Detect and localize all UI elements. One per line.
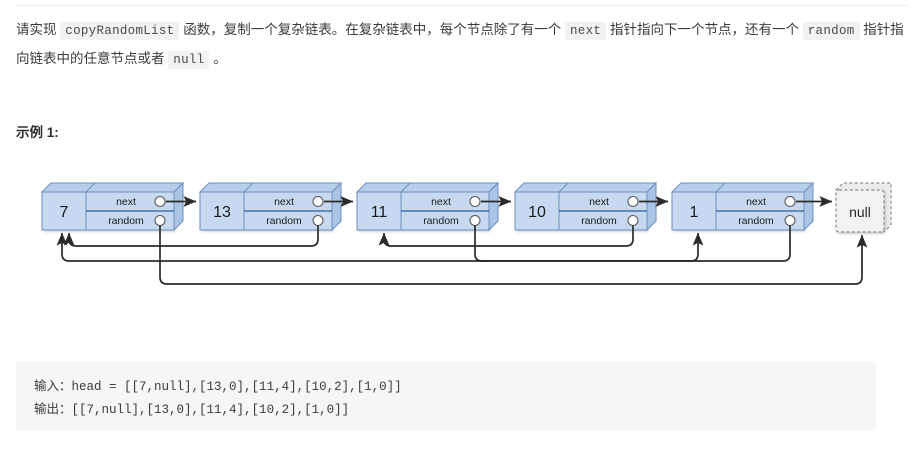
node-top-tick [715,182,726,193]
list-node: 13 next random [198,181,343,232]
node-right-face [488,181,499,232]
list-node: 7 next random [40,181,185,232]
diagram-canvas: 7 next random 13 next random 11 next random 10 nex… [40,181,892,285]
next-connector-dot [312,195,324,208]
random-connector-dot [784,214,796,227]
node-next-label: next [431,196,451,208]
code-line-label: 输入 [34,379,60,393]
statement-text: 请实现 [16,22,61,37]
node-top-tick [243,182,254,193]
code-line-separator: ： [59,402,72,416]
example-code-block: 输入：head = [[7,null],[13,0],[11,4],[10,2]… [16,361,876,431]
code-line: 输出：[[7,null],[13,0],[11,4],[10,2],[1,0]] [34,398,858,421]
random-connector-dot [469,214,481,227]
node-right-face [646,181,657,232]
list-node: 10 next random [513,181,658,232]
statement-text: 函数，复制一个复杂链表。在复杂链表中，每个节点除了有一个 [179,22,565,37]
inline-code: null [168,51,210,69]
null-label: null [849,204,871,220]
statement-text: 。 [209,51,227,66]
linked-list-diagram: 7 next random 13 next random 11 next random 10 nex… [0,168,922,343]
node-right-face [173,181,184,232]
node-value: 7 [60,204,69,221]
node-random-label: random [266,215,302,227]
node-next-label: next [589,196,609,208]
random-connector-dot [312,214,324,227]
code-line-value: head = [[7,null],[13,0],[11,4],[10,2],[1… [71,380,402,394]
node-right-face [803,181,814,232]
code-line-separator: ： [59,379,72,393]
next-connector-dot [627,195,639,208]
node-top-face [40,182,185,193]
node-random-label: random [108,215,144,227]
next-connector-dot [154,195,166,208]
next-connector-dot [469,195,481,208]
node-top-tick [85,182,96,193]
node-top-face [355,182,500,193]
node-top-face [198,182,343,193]
inline-code: copyRandomList [60,22,180,40]
random-connector-dot [627,214,639,227]
statement-text: 指针指向链表中的任意节点或者 [16,22,904,66]
inline-code: next [565,22,607,40]
code-line: 输入：head = [[7,null],[13,0],[11,4],[10,2]… [34,375,858,398]
random-pointer-arrow [159,225,868,285]
node-next-label: next [116,196,136,208]
null-node: null [835,182,892,233]
node-next-label: next [274,196,294,208]
random-connector-dot [154,214,166,227]
next-connector-dot [784,195,796,208]
random-pointer-arrow [63,225,319,247]
example-title: 示例 1: [16,125,59,140]
node-top-face [513,182,658,193]
random-pointer-arrow [56,225,791,262]
code-line-label: 输出 [34,402,60,416]
problem-statement: 请实现 copyRandomList 函数，复制一个复杂链表。在复杂链表中，每个… [16,16,906,74]
node-value: 10 [528,204,546,221]
node-value: 13 [213,204,231,221]
random-pointer-arrow [474,225,704,262]
node-random-label: random [581,215,617,227]
node-value: 1 [690,204,699,221]
node-random-label: random [423,215,459,227]
code-line-value: [[7,null],[13,0],[11,4],[10,2],[1,0]] [71,403,350,417]
top-divider [14,5,908,6]
null-box [835,189,885,233]
node-value: 11 [371,204,388,221]
node-top-tick [400,182,411,193]
list-node: 1 next random [670,181,815,232]
random-pointer-arrow [378,225,634,247]
statement-text: 指针指向下一个节点，还有一个 [606,22,803,37]
node-top-tick [558,182,569,193]
node-top-face [670,182,815,193]
node-random-label: random [738,215,774,227]
node-right-face [331,181,342,232]
inline-code: random [802,22,860,40]
list-node: 11 next random [355,181,500,232]
node-next-label: next [746,196,766,208]
